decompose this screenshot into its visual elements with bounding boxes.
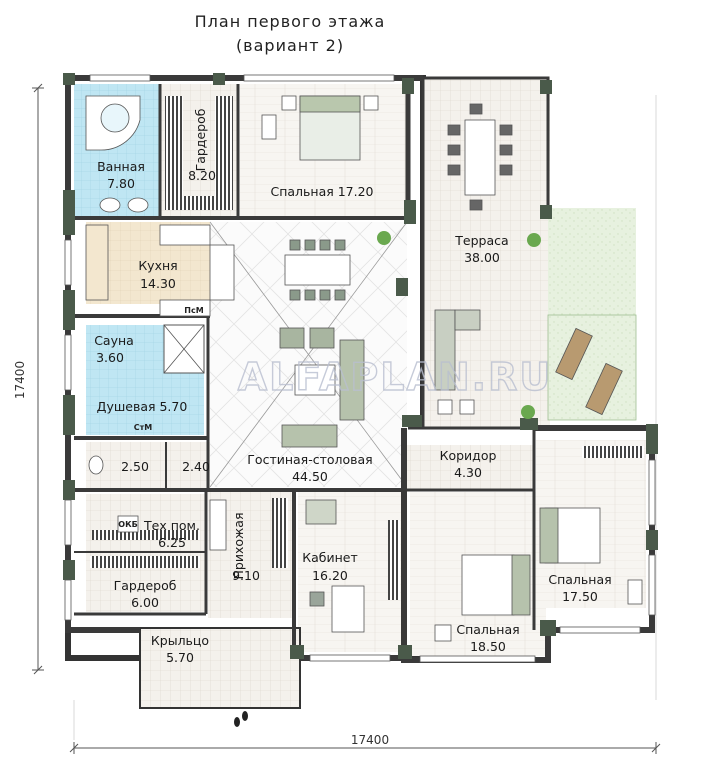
wardrobe1-area: 8.20 bbox=[188, 168, 216, 183]
cabinet-area: 16.20 bbox=[312, 568, 348, 583]
wc-area: 2.50 bbox=[121, 459, 149, 474]
entry-label: Прихожая bbox=[231, 513, 246, 580]
plan-title: План первого этажа bbox=[195, 12, 386, 31]
bedroom3-label: Спальная bbox=[548, 572, 611, 587]
tech-label: Тех пом. bbox=[143, 518, 200, 533]
bath-label: Ванная bbox=[97, 159, 145, 174]
boiler-label: ОКБ bbox=[118, 520, 137, 529]
room-porch bbox=[139, 627, 301, 709]
dimension-horizontal-text: 17400 bbox=[351, 733, 389, 747]
kitchen-label: Кухня bbox=[138, 258, 177, 273]
sauna-area: 3.60 bbox=[96, 350, 124, 365]
wardrobe2-area: 6.00 bbox=[131, 595, 159, 610]
wardrobe-racks bbox=[90, 96, 644, 600]
corridor-area: 4.30 bbox=[454, 465, 482, 480]
bedroom2-label: Спальная bbox=[456, 622, 519, 637]
entry-area: 9.10 bbox=[232, 568, 260, 583]
bedroom2-area: 18.50 bbox=[470, 639, 506, 654]
terrace-label: Терраса bbox=[454, 233, 508, 248]
room-tech bbox=[86, 494, 206, 552]
bath-area: 7.80 bbox=[107, 176, 135, 191]
tech-area: 6.25 bbox=[158, 535, 186, 550]
bedroom1-label: Спальная 17.20 bbox=[270, 184, 373, 199]
dimension-vertical: 17400 bbox=[13, 83, 44, 675]
wardrobe1-label: Гардероб bbox=[193, 108, 208, 171]
living-area: 44.50 bbox=[292, 469, 328, 484]
hall-small-area: 2.40 bbox=[182, 459, 210, 474]
room-hall-small bbox=[166, 442, 210, 488]
porch-label: Крыльцо bbox=[151, 633, 209, 648]
dimension-vertical-text: 17400 bbox=[13, 361, 27, 399]
windows bbox=[64, 74, 656, 663]
dimension-horizontal: 17400 bbox=[69, 733, 661, 754]
watermark: ALFAPLAN.RU bbox=[238, 355, 552, 399]
terrace-area: 38.00 bbox=[464, 250, 500, 265]
furniture bbox=[85, 95, 643, 642]
shower-label: Душевая 5.70 bbox=[97, 399, 188, 414]
corridor-label: Коридор bbox=[440, 448, 497, 463]
porch-area: 5.70 bbox=[166, 650, 194, 665]
kitchen-area: 14.30 bbox=[140, 276, 176, 291]
sauna-label: Сауна bbox=[94, 333, 134, 348]
washer-label: ПсМ bbox=[184, 306, 203, 315]
plant-icons bbox=[377, 231, 541, 419]
wardrobe2-label: Гардероб bbox=[114, 578, 177, 593]
room-sauna bbox=[86, 325, 164, 373]
footprints-icon bbox=[234, 711, 248, 727]
bedroom3-area: 17.50 bbox=[562, 589, 598, 604]
plan-subtitle: (вариант 2) bbox=[236, 36, 344, 55]
wall-columns bbox=[63, 73, 658, 659]
living-label: Гостиная-столовая bbox=[247, 452, 372, 467]
room-corridor bbox=[404, 445, 534, 491]
room-shower bbox=[86, 373, 204, 435]
cabinet-label: Кабинет bbox=[302, 550, 358, 565]
washer2-label: СтМ bbox=[134, 423, 153, 432]
